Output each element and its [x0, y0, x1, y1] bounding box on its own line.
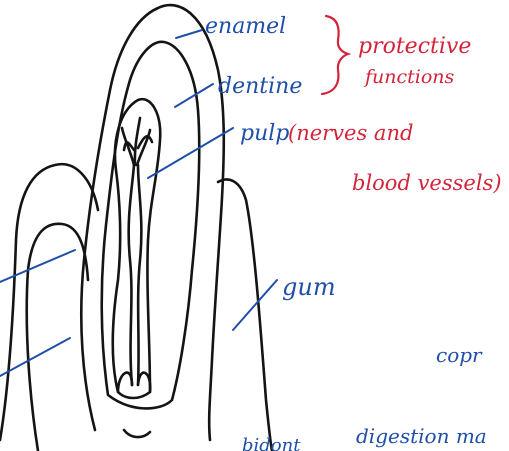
pulp-note-line-2: blood vessels): [352, 171, 502, 195]
tooth-drawing: [0, 5, 272, 451]
partial-copr-text: copr: [436, 343, 483, 367]
enamel-outline: [81, 5, 224, 440]
partial-digestion-text: digestion ma: [356, 424, 487, 448]
enamel-pointer: [176, 30, 202, 38]
pulp-vessel-right: [138, 165, 141, 385]
root-tip: [124, 430, 150, 437]
partial-bottom-text: bidont: [242, 435, 301, 451]
protective-label: protective: [358, 34, 471, 59]
gum-label: gum: [282, 273, 336, 301]
left-pointer-upper: [0, 250, 75, 282]
root-base: [118, 373, 150, 392]
pulp-vessel-left: [129, 165, 134, 385]
pulp-label: pulp: [240, 121, 289, 146]
pulp-note-line-1: (nerves and: [288, 121, 413, 145]
functions-label: functions: [363, 66, 455, 88]
enamel-label: enamel: [205, 14, 286, 39]
protective-brace: [322, 16, 348, 94]
gum-pointer: [233, 280, 277, 330]
dentine-label: dentine: [218, 74, 302, 99]
